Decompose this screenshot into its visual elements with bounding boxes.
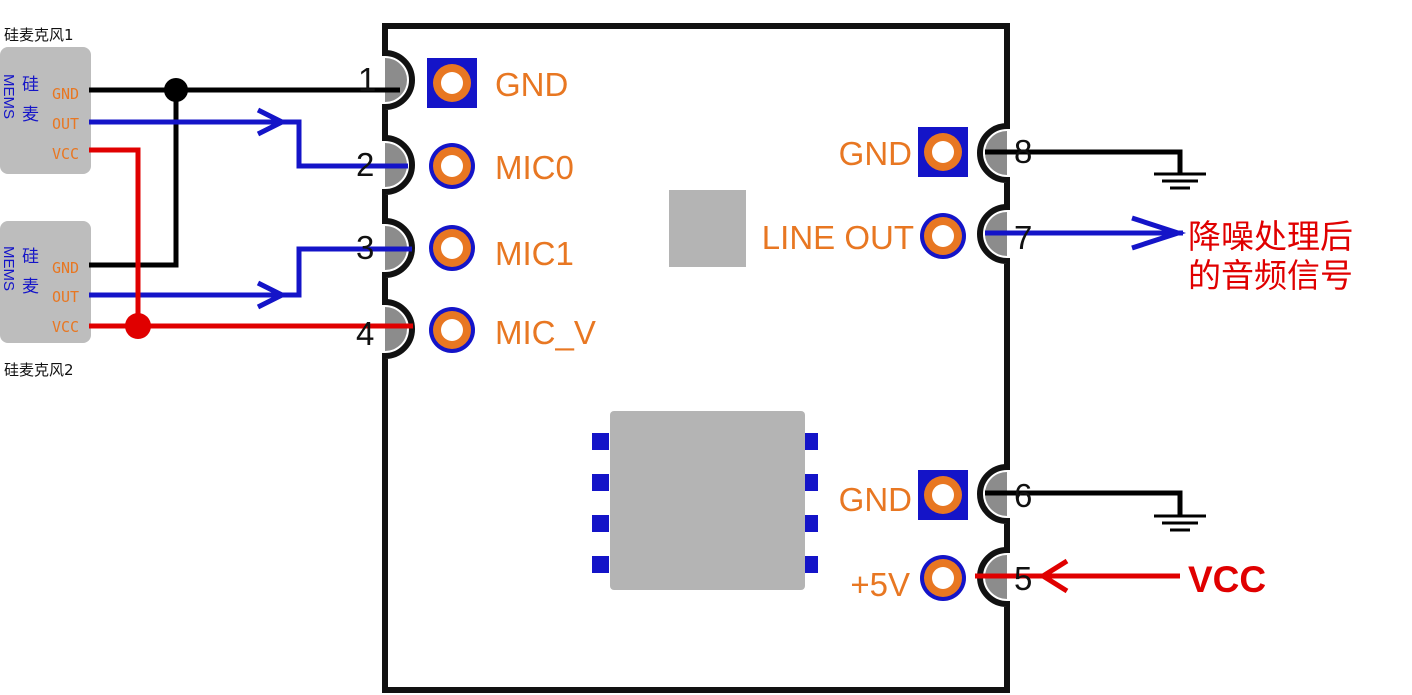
output-signal-label-line1: 降噪处理后 — [1188, 217, 1353, 256]
small-component — [669, 190, 746, 267]
mic-1-chip-label-1: 硅 — [22, 75, 39, 95]
pin-number-7: 7 — [1014, 219, 1032, 256]
ic-pad — [805, 433, 818, 450]
ic-pad — [592, 556, 609, 573]
pad-6-square — [918, 470, 968, 520]
mic-2-chip-label-1: 硅 — [22, 247, 39, 267]
wire-mic2-out-to-mic1 — [89, 246, 412, 298]
pin-number-3: 3 — [356, 229, 374, 266]
ic-pad — [592, 433, 609, 450]
pin-label-mic-v: MIC_V — [495, 314, 596, 351]
ic-pad — [805, 515, 818, 532]
pin-number-2: 2 — [356, 146, 374, 183]
arrow-mic2 — [256, 280, 288, 310]
pin-number-6: 6 — [1014, 477, 1032, 514]
pad-3 — [429, 225, 475, 271]
mic-2-pin-gnd: GND — [52, 259, 79, 277]
arrow-vcc — [1038, 558, 1069, 594]
mic-2-chip-label-2: 麦 — [22, 277, 39, 297]
pad-2 — [429, 143, 475, 189]
mic-2-pin-vcc: VCC — [52, 318, 79, 336]
arrow-mic1 — [256, 107, 288, 137]
ic-body — [610, 411, 805, 590]
wire-mic1-out-to-mic0 — [89, 119, 408, 169]
pad-7 — [920, 213, 966, 259]
pin-number-8: 8 — [1014, 133, 1032, 170]
pin-number-1: 1 — [358, 61, 376, 98]
ground-symbol-8 — [1154, 172, 1206, 190]
mic-1-chip-label-2: 麦 — [22, 105, 39, 125]
pin-number-4: 4 — [356, 315, 374, 352]
arrow-line-out — [1131, 215, 1187, 251]
mic-2-caption: 硅麦克风2 — [4, 361, 74, 379]
mic-1-mems-label: MEMS — [0, 74, 17, 119]
ic-pad — [805, 556, 818, 573]
ic-pad — [592, 515, 609, 532]
wire-pin-8-ground — [985, 149, 1183, 174]
left-pads — [427, 58, 477, 353]
mic-1-body — [0, 47, 91, 174]
pin-label-5v: +5V — [850, 566, 910, 603]
ground-symbol-6 — [1154, 514, 1206, 532]
mic-2-pin-out: OUT — [52, 288, 79, 306]
ground-junction-dot — [164, 78, 188, 102]
right-pads — [918, 127, 968, 601]
pin-number-5: 5 — [1014, 560, 1032, 597]
pin-label-mic1: MIC1 — [495, 235, 574, 272]
pad-8-square — [918, 127, 968, 177]
mic-2-mems-label: MEMS — [0, 246, 17, 291]
signal-wires — [89, 107, 1187, 310]
wire-pin-6-ground — [985, 490, 1183, 516]
ic-pad — [805, 474, 818, 491]
ic-chip — [592, 411, 818, 590]
pad-4 — [429, 307, 475, 353]
pad-1-square — [427, 58, 477, 108]
vcc-junction-dot — [125, 313, 151, 339]
pin-label-gnd-1: GND — [495, 66, 568, 103]
pin-label-line-out: LINE OUT — [762, 219, 914, 256]
mic-1-pin-out: OUT — [52, 115, 79, 133]
pin-label-mic0: MIC0 — [495, 149, 574, 186]
mic-2-body — [0, 221, 91, 343]
output-signal-label-line2: 的音频信号 — [1188, 256, 1353, 295]
module-outline — [382, 23, 1010, 693]
mic-1-caption: 硅麦克风1 — [4, 26, 74, 44]
wire-mic1-vcc — [89, 147, 141, 326]
ground-wires — [89, 87, 1183, 516]
pin-label-gnd-8: GND — [839, 135, 912, 172]
vcc-supply-label: VCC — [1188, 559, 1266, 600]
pin-contact-4 — [385, 307, 407, 351]
mic-1-pin-gnd: GND — [52, 85, 79, 103]
mic-1-pin-vcc: VCC — [52, 145, 79, 163]
microphone-2: 硅麦克风2 硅 麦 MEMS GND OUT VCC — [0, 221, 91, 379]
pin-label-gnd-6: GND — [839, 481, 912, 518]
microphone-1: 硅麦克风1 硅 麦 MEMS GND OUT VCC — [0, 26, 91, 174]
pad-5 — [920, 555, 966, 601]
wire-mic2-gnd — [89, 90, 179, 268]
ic-pad — [592, 474, 609, 491]
